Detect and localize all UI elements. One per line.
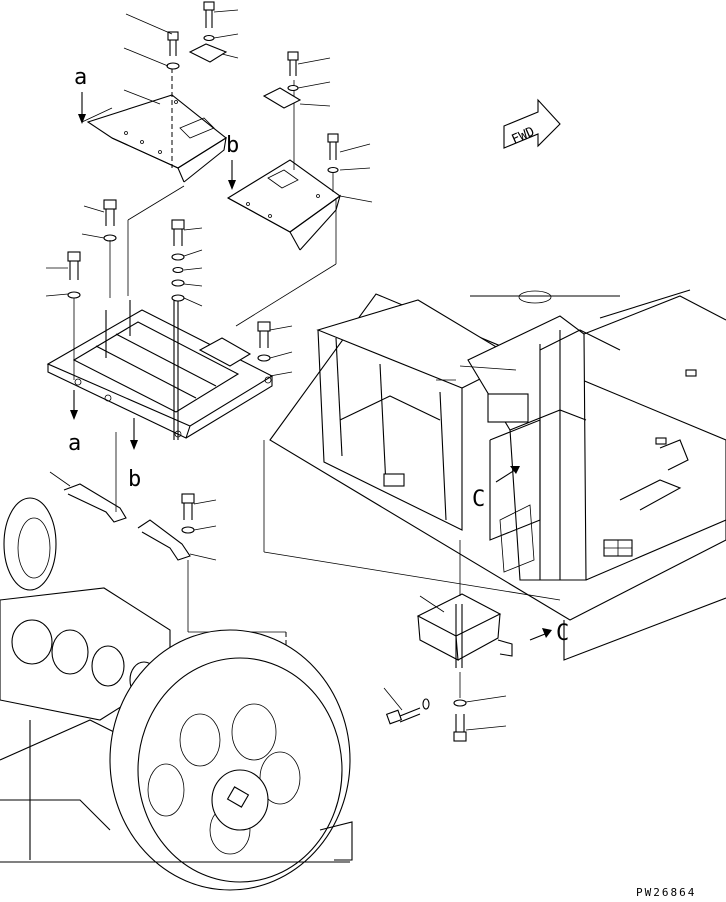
view-marker-b-bottom: b bbox=[128, 467, 141, 492]
mounting-frame bbox=[46, 185, 337, 440]
view-marker-c-upper: C bbox=[472, 487, 485, 512]
bolt-stack-plate-b bbox=[262, 51, 373, 203]
main-frame bbox=[263, 289, 726, 661]
forward-direction-arrow: FWD bbox=[503, 98, 561, 149]
drawing-code: PW26864 bbox=[636, 886, 696, 899]
view-marker-a-top: a bbox=[74, 65, 87, 90]
tray-bracket bbox=[383, 540, 513, 742]
view-marker-b-top: b bbox=[226, 133, 239, 158]
cover-plate-a bbox=[86, 68, 227, 183]
track-frame bbox=[0, 497, 353, 891]
view-markers: a a b b C C bbox=[68, 65, 569, 646]
view-marker-c-lower: C bbox=[556, 621, 569, 646]
bolt-stack-top bbox=[123, 1, 239, 105]
bolt-stack-frame bbox=[45, 199, 293, 380]
view-marker-a-bottom: a bbox=[68, 431, 81, 456]
